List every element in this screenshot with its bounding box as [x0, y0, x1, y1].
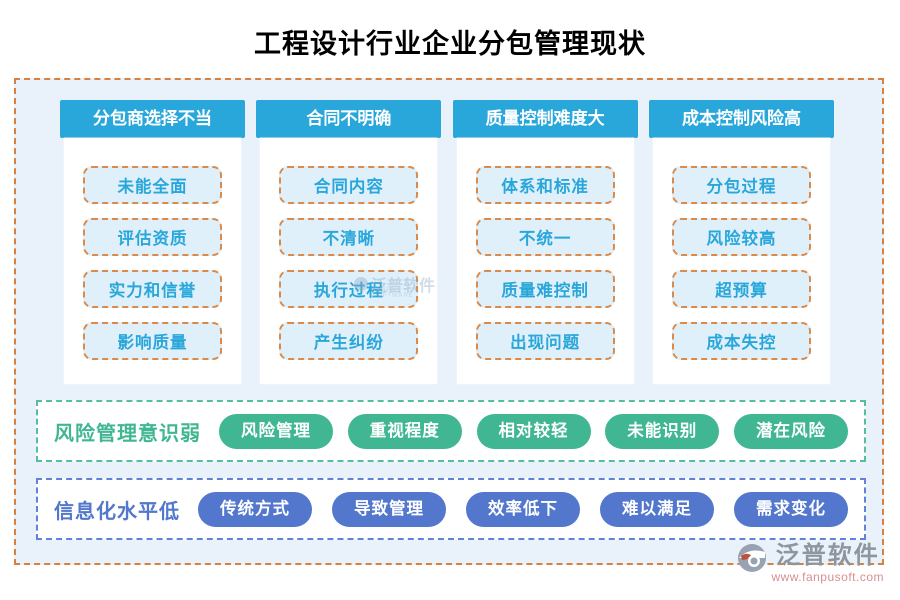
- category-body: 未能全面 评估资质 实力和信誉 影响质量: [64, 138, 241, 384]
- cause-item: 产生纠纷: [279, 322, 419, 360]
- category-columns: 分包商选择不当 未能全面 评估资质 实力和信誉 影响质量 合同不明确 合同内容 …: [60, 100, 834, 384]
- category-header: 分包商选择不当: [60, 100, 245, 138]
- factor-pill: 重视程度: [347, 413, 462, 449]
- cause-item: 不清晰: [279, 218, 419, 256]
- cause-item: 成本失控: [671, 322, 811, 360]
- factor-pill: 传统方式: [198, 491, 312, 527]
- brand-name: 泛普软件: [775, 542, 880, 569]
- category-card: 质量控制难度大 体系和标准 不统一 质量难控制 出现问题: [452, 100, 638, 384]
- page-title: 工程设计行业企业分包管理现状: [254, 29, 646, 59]
- factor-pill: 效率低下: [466, 491, 580, 527]
- factor-pill: 风险管理: [219, 413, 333, 449]
- cause-item: 评估资质: [83, 218, 222, 256]
- category-header: 成本控制风险高: [648, 100, 834, 138]
- cause-item: 风险较高: [671, 218, 811, 256]
- factor-row: 风险管理意识弱 风险管理 重视程度 相对较轻 未能识别 潜在风险: [36, 400, 866, 462]
- factor-pill: 相对较轻: [476, 413, 591, 449]
- category-header: 合同不明确: [256, 100, 442, 138]
- factor-pill: 潜在风险: [734, 413, 848, 449]
- cause-item: 执行过程: [279, 270, 419, 308]
- diagram-board: 分包商选择不当 未能全面 评估资质 实力和信誉 影响质量 合同不明确 合同内容 …: [14, 78, 884, 565]
- cause-item: 分包过程: [671, 166, 811, 204]
- factor-rows: 风险管理意识弱 风险管理 重视程度 相对较轻 未能识别 潜在风险 信息化水平低 …: [16, 400, 882, 540]
- cause-item: 实力和信誉: [83, 270, 222, 308]
- factor-pill: 需求变化: [734, 491, 848, 527]
- cause-item: 体系和标准: [475, 166, 615, 204]
- factor-pill: 导致管理: [332, 491, 446, 527]
- cause-item: 影响质量: [83, 322, 222, 360]
- category-body: 合同内容 不清晰 执行过程 产生纠纷: [260, 138, 438, 384]
- category-body: 体系和标准 不统一 质量难控制 出现问题: [456, 138, 634, 384]
- cause-item: 不统一: [475, 218, 615, 256]
- cause-item: 合同内容: [279, 166, 419, 204]
- category-card: 合同不明确 合同内容 不清晰 执行过程 产生纠纷: [256, 100, 442, 384]
- factor-row: 信息化水平低 传统方式 导致管理 效率低下 难以满足 需求变化: [36, 478, 866, 540]
- brand-logo: 泛普软件 www.fanpusoft.com: [737, 543, 884, 584]
- factor-pill: 难以满足: [600, 491, 714, 527]
- factor-pills: 传统方式 导致管理 效率低下 难以满足 需求变化: [198, 491, 848, 527]
- factor-row-label: 信息化水平低: [54, 500, 180, 523]
- brand-url: www.fanpusoft.com: [771, 570, 884, 584]
- category-card: 分包商选择不当 未能全面 评估资质 实力和信誉 影响质量: [60, 100, 245, 384]
- category-header: 质量控制难度大: [452, 100, 638, 138]
- cause-item: 出现问题: [475, 322, 615, 360]
- category-card: 成本控制风险高 分包过程 风险较高 超预算 成本失控: [648, 100, 834, 384]
- cause-item: 未能全面: [83, 166, 222, 204]
- cause-item: 质量难控制: [475, 270, 615, 308]
- factor-row-label: 风险管理意识弱: [54, 422, 201, 445]
- factor-pill: 未能识别: [605, 413, 720, 449]
- factor-pills: 风险管理 重视程度 相对较轻 未能识别 潜在风险: [219, 413, 848, 449]
- page: 工程设计行业企业分包管理现状 分包商选择不当 未能全面 评估资质 实力和信誉 影…: [0, 0, 900, 584]
- category-body: 分包过程 风险较高 超预算 成本失控: [652, 138, 830, 384]
- brand-logo-icon: [738, 544, 767, 572]
- cause-item: 超预算: [671, 270, 811, 308]
